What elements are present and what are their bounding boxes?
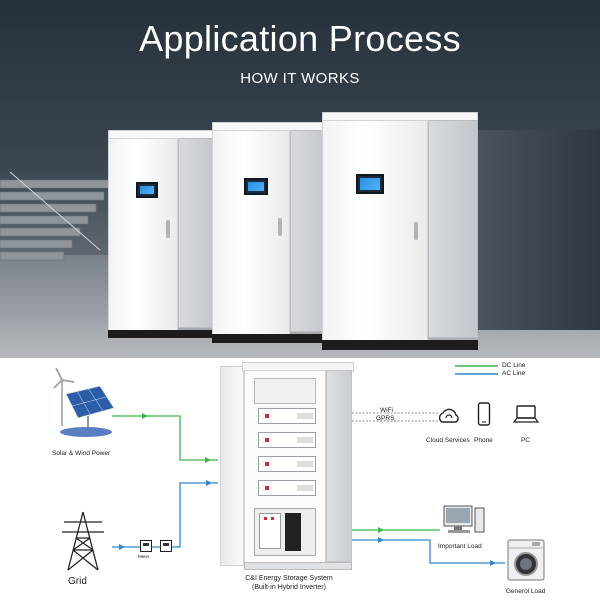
cabinet-left xyxy=(108,130,218,340)
meter-icon xyxy=(160,540,172,552)
gprs-label: GPRS xyxy=(376,415,395,422)
door-handle xyxy=(166,220,170,238)
meter-icon xyxy=(140,540,152,552)
legend-ac-label: AC Line xyxy=(502,370,526,377)
important-load-label: Important Load xyxy=(438,543,482,550)
pc-icon xyxy=(513,405,539,423)
computer-icon xyxy=(443,505,485,533)
battery-module xyxy=(258,408,316,424)
wind-turbine-icon xyxy=(53,367,75,426)
pc-label: PC xyxy=(521,437,531,444)
washing-machine-icon xyxy=(507,539,545,581)
solar-panel-icon xyxy=(53,367,115,437)
door-handle xyxy=(414,222,418,240)
legend-dc-label: DC Line xyxy=(502,362,526,369)
phone-label: Phone xyxy=(474,437,493,444)
battery-module xyxy=(258,432,316,448)
energy-storage-cabinet xyxy=(220,362,354,570)
background-wall xyxy=(470,130,600,330)
cabinet-right xyxy=(322,112,482,354)
hero-section: Application Process HOW IT WORKS xyxy=(0,0,600,358)
page-title: Application Process xyxy=(139,18,461,59)
system-name-line2: (Built-in Hybrid Inverter) xyxy=(252,584,326,591)
battery-module xyxy=(258,480,316,496)
system-name-line1: C&I Energy Storage System xyxy=(245,575,333,582)
page-subtitle: HOW IT WORKS xyxy=(240,70,360,87)
grid-label: Grid xyxy=(68,576,87,587)
display-screen xyxy=(136,182,158,198)
power-tower-icon xyxy=(62,511,104,571)
cloud-icon xyxy=(438,408,459,423)
system-diagram: DC Line AC Line Solar & Wind Power xyxy=(0,358,600,600)
staircase xyxy=(0,171,110,261)
wifi-label: WiFi xyxy=(380,407,393,414)
cabinet-middle xyxy=(212,122,330,347)
solar-wind-label: Solar & Wind Power xyxy=(52,450,111,457)
door-handle xyxy=(278,218,282,236)
display-screen xyxy=(356,174,384,194)
cloud-services-label: Cloud Services xyxy=(426,437,470,444)
phone-icon xyxy=(477,402,491,426)
general-load-label: Generol Load xyxy=(506,588,546,595)
inverter-bay xyxy=(254,508,316,556)
meter-label: Meter xyxy=(138,554,150,559)
battery-module xyxy=(258,456,316,472)
display-screen xyxy=(244,178,268,195)
